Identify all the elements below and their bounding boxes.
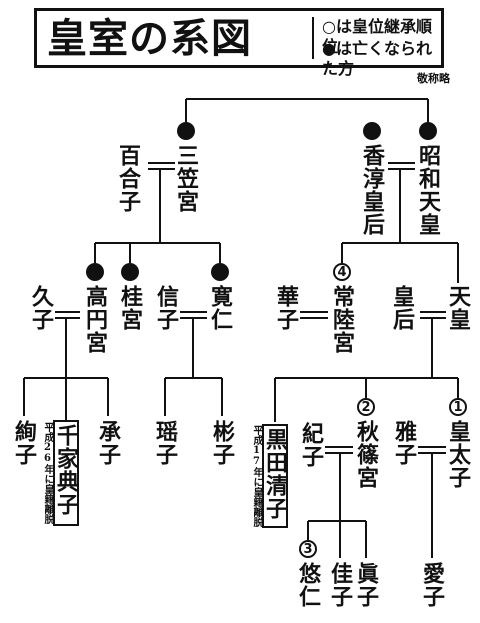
succession-number-akishino: 2 — [357, 398, 375, 416]
bracket-kuroda — [262, 424, 288, 528]
person-kuroda: 黒田清子 — [262, 428, 288, 520]
person-yoko: 瑶子 — [152, 420, 178, 466]
deceased-marker-showa — [419, 122, 437, 140]
person-mikasa: 三笠宮 — [173, 144, 199, 213]
person-kotaishi: 皇太子 — [445, 420, 471, 489]
person-senge: 千家典子 — [53, 424, 79, 516]
person-tenno: 天皇 — [445, 285, 471, 331]
person-akiko: 彬子 — [209, 420, 235, 466]
person-aiko: 愛子 — [419, 562, 445, 608]
person-hanako: 華子 — [273, 285, 299, 331]
person-kogo: 皇后 — [389, 285, 415, 331]
note-kuroda-left-imperial-family: 平成17年に皇籍離脱 — [251, 425, 262, 527]
person-akishino: 秋篠宮 — [353, 420, 379, 489]
legend-open-circle: ○は皇位継承順位 — [322, 17, 432, 56]
person-yuriko: 百合子 — [115, 144, 141, 213]
person-mako: 眞子 — [353, 562, 379, 608]
bracket-senge — [53, 420, 79, 526]
person-tomohito: 寛仁 — [207, 285, 233, 331]
succession-number-hisahito: 3 — [299, 540, 317, 558]
deceased-marker-tomohito — [211, 263, 229, 281]
deceased-marker-kojun — [363, 122, 381, 140]
person-hisako: 久子 — [28, 285, 54, 331]
title-box: 皇室の系図 ○は皇位継承順位 ●は亡くなられた方 — [34, 8, 444, 78]
succession-number-hitachi: 4 — [333, 263, 351, 281]
person-katsura: 桂宮 — [117, 285, 143, 331]
deceased-marker-katsura — [121, 263, 139, 281]
person-showa: 昭和天皇 — [415, 144, 441, 236]
honorific-note: 敬称略 — [417, 72, 450, 85]
legend-filled-circle: ●は亡くなられた方 — [322, 39, 432, 78]
succession-number-kotaishi: 1 — [449, 398, 467, 416]
person-kako: 佳子 — [327, 562, 353, 608]
person-nobuko: 信子 — [153, 285, 179, 331]
deceased-marker-mikasa — [177, 122, 195, 140]
person-tsuguko: 承子 — [95, 420, 121, 466]
person-kojun: 香淳皇后 — [359, 144, 385, 236]
note-senge-left-imperial-family: 平成26年に皇籍離脱 — [42, 422, 53, 524]
person-masako: 雅子 — [391, 420, 417, 466]
person-hitachi: 常陸宮 — [329, 285, 355, 354]
person-takamado: 高円宮 — [82, 285, 108, 354]
person-kiko: 紀子 — [298, 422, 324, 468]
title-divider — [312, 17, 314, 59]
person-hisahito: 悠仁 — [295, 562, 321, 608]
page-title: 皇室の系図 — [47, 15, 252, 62]
person-ayako: 絢子 — [11, 420, 37, 466]
deceased-marker-takamado — [86, 263, 104, 281]
